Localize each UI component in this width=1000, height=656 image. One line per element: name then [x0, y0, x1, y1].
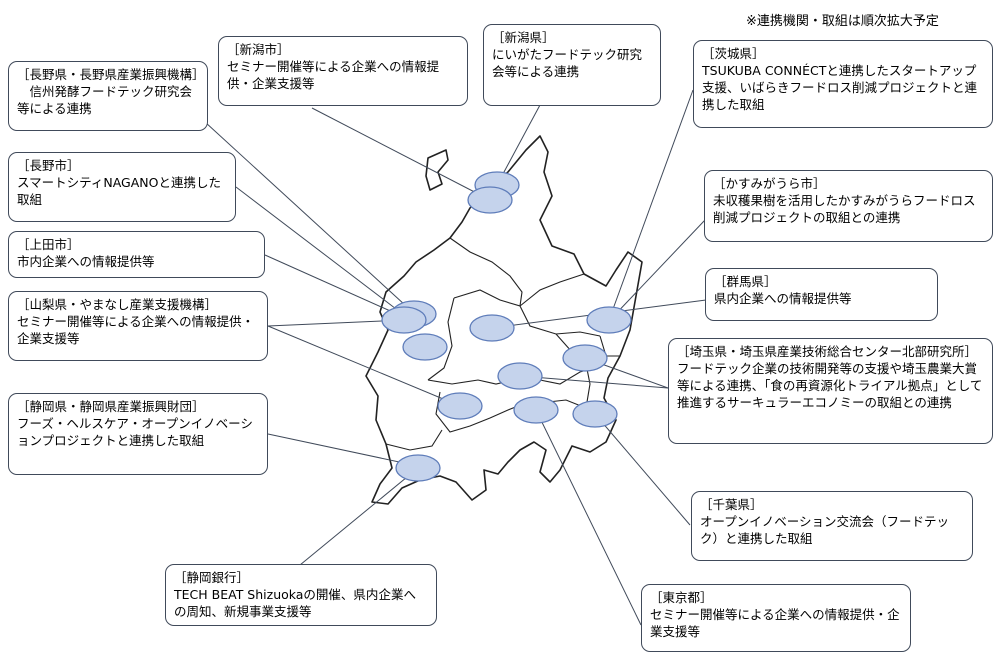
- box-title: ［新潟市］: [227, 42, 290, 57]
- expansion-note: ※連携機関・取組は順次拡大予定: [746, 14, 939, 29]
- box-kasumigaura: ［かすみがうら市］ 未収穫果樹を活用したかすみがうらフードロス削減プロジェクトの…: [704, 170, 993, 242]
- box-title: ［上田市］: [17, 237, 80, 252]
- connector-shizuoka-bank: [299, 467, 419, 566]
- box-gunma: ［群馬県］ 県内企業への情報提供等: [705, 268, 938, 321]
- connector-yamanashi-nagano: [267, 319, 405, 327]
- box-title: ［東京都］: [650, 590, 713, 605]
- box-title: ［静岡県・静岡県産業振興財団］: [17, 399, 205, 414]
- connector-tokyo: [535, 409, 642, 626]
- connector-yamanashi: [267, 325, 461, 407]
- box-description: 市内企業への情報提供等: [17, 254, 155, 269]
- box-description: 未収穫果樹を活用したかすみがうらフードロス削減プロジェクトの取組との連携: [713, 193, 976, 225]
- box-description: スマートシティNAGANOと連携した取組: [17, 175, 221, 207]
- marker-tokyo: [513, 396, 559, 424]
- box-description: 県内企業への情報提供等: [714, 291, 852, 306]
- box-title: ［茨城県］: [702, 46, 765, 61]
- marker-ibaraki: [586, 306, 632, 334]
- marker-chiba: [572, 400, 618, 428]
- connector-chiba: [594, 413, 691, 526]
- connector-kasumigaura: [609, 219, 706, 321]
- box-title: ［埼玉県・埼玉県産業技術総合センター北部研究所］: [677, 344, 978, 359]
- box-niigata-city: ［新潟市］ セミナー開催等による企業への情報提供・企業支援等: [218, 36, 468, 106]
- marker-shizuoka: [395, 454, 441, 482]
- marker-niigata-city: [467, 186, 513, 214]
- connector-nagano-pref: [204, 121, 406, 306]
- box-description: セミナー開催等による企業への情報提供・企業支援等: [650, 607, 900, 639]
- box-title: ［かすみがうら市］: [713, 176, 826, 191]
- box-nagano-pref: ［長野県・長野県産業振興機構］ 信州発酵フードテック研究会 等による連携: [8, 61, 208, 131]
- connector-ibaraki: [608, 89, 694, 321]
- box-title: ［千葉県］: [700, 497, 763, 512]
- box-title: ［長野市］: [17, 158, 80, 173]
- connector-niigata-city: [311, 107, 491, 201]
- box-description: フードテック企業の技術開発等の支援や埼玉農業大賞等による連携、「食の再資源化トラ…: [677, 361, 983, 410]
- connector-saitama: [519, 375, 669, 389]
- connector-ueda: [264, 254, 407, 319]
- marker-gunma: [469, 314, 515, 342]
- box-description: セミナー開催等による企業への情報提供・企業支援等: [227, 59, 440, 91]
- box-title: ［群馬県］: [714, 274, 777, 289]
- region-markers: [381, 171, 632, 482]
- box-ueda: ［上田市］ 市内企業への情報提供等: [8, 231, 265, 278]
- marker-ueda: [402, 333, 448, 361]
- box-niigata-pref: ［新潟県］ にいがたフードテック研究会等による連携: [483, 24, 661, 106]
- box-description: セミナー開催等による企業への情報提供・企業支援等: [17, 314, 255, 346]
- marker-nagano-city: [381, 306, 427, 334]
- box-description: オープンイノベーション交流会（フードテック）と連携した取組: [700, 514, 950, 546]
- marker-yamanashi: [437, 392, 483, 420]
- box-description: 信州発酵フードテック研究会 等による連携: [17, 84, 205, 116]
- box-ibaraki: ［茨城県］ TSUKUBA CONNÉCTと連携したスタートアップ支援、いばらき…: [693, 40, 993, 128]
- box-description: フーズ・ヘルスケア・オープンイノベーションプロジェクトと連携した取組: [17, 416, 253, 448]
- box-title: ［静岡銀行］: [174, 570, 250, 585]
- box-description: TSUKUBA CONNÉCTと連携したスタートアップ支援、いばらきフードロス削…: [702, 63, 978, 112]
- box-nagano-city: ［長野市］ スマートシティNAGANOと連携した取組: [8, 152, 236, 222]
- connector-nagano-city: [235, 186, 401, 313]
- box-tokyo: ［東京都］ セミナー開催等による企業への情報提供・企業支援等: [641, 584, 911, 652]
- connector-lines: [204, 89, 707, 626]
- box-title: ［長野県・長野県産業振興機構］: [17, 67, 205, 82]
- box-shizuoka-pref: ［静岡県・静岡県産業振興財団］ フーズ・ヘルスケア・オープンイノベーションプロジ…: [8, 393, 268, 475]
- box-title: ［新潟県］: [492, 30, 555, 45]
- box-yamanashi: ［山梨県・やまなし産業支援機構］ セミナー開催等による企業への情報提供・企業支援…: [8, 291, 268, 361]
- connector-shizuoka-pref: [267, 433, 419, 467]
- box-saitama: ［埼玉県・埼玉県産業技術総合センター北部研究所］ フードテック企業の技術開発等の…: [668, 338, 993, 444]
- marker-kasumigaura: [562, 344, 608, 372]
- box-shizuoka-bank: ［静岡銀行］ TECH BEAT Shizuokaの開催、県内企業への周知、新規…: [165, 564, 437, 626]
- box-description: TECH BEAT Shizuokaの開催、県内企業への周知、新規事業支援等: [174, 587, 416, 619]
- marker-saitama: [497, 362, 543, 390]
- box-chiba: ［千葉県］ オープンイノベーション交流会（フードテック）と連携した取組: [691, 491, 973, 561]
- box-title: ［山梨県・やまなし産業支援機構］: [17, 297, 218, 312]
- connector-niigata-pref: [496, 104, 541, 186]
- box-description: にいがたフードテック研究会等による連携: [492, 47, 643, 79]
